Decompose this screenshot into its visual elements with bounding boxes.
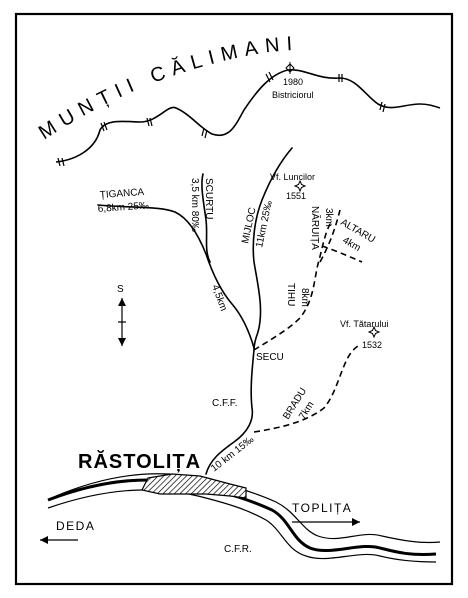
forest-line-altaru: [321, 245, 363, 263]
arrow-left-icon: [40, 536, 78, 544]
railway-label-cfr: C.F.R.: [224, 544, 252, 555]
stream-name-naruita: NĂRUIȚA: [309, 206, 322, 250]
peak-name-bistriciorul: Bistriciorul: [272, 90, 314, 100]
river-main-lower: [205, 349, 255, 475]
stream-info-scurtu: 3,5 km 80‰: [189, 178, 200, 232]
peak-name-luncilor: Vf. Luncilor: [270, 172, 315, 182]
compass-arrow-icon: [118, 298, 126, 346]
river-mijloc: [252, 147, 293, 351]
forest-line-naruita: [319, 209, 341, 263]
ridge-ticks: [57, 71, 386, 167]
arrow-right-icon: [292, 518, 360, 526]
river-main-upper: [205, 253, 255, 349]
peak-elevation-luncilor: 1551: [286, 191, 306, 201]
direction-label-toplita: TOPLIȚA: [292, 501, 352, 515]
mountain-ridge: [55, 69, 441, 163]
stream-info-tiganca: 6,8km 25‰: [97, 200, 149, 215]
segment-label-upper: 4,5km: [209, 283, 229, 312]
stream-name-tiganca: ȚIGANCA: [99, 187, 144, 201]
peak-elevation-tatarului: 1532: [362, 340, 382, 350]
village-name: RĂSTOLIȚA: [78, 450, 201, 473]
junction-label-secu: SECU: [256, 352, 284, 363]
peak-elevation-bistriciorul: 1980: [283, 77, 303, 87]
map-frame: [14, 12, 454, 586]
segment-label-lower: 10 km 15‰: [209, 434, 256, 474]
river-scurtu: [201, 173, 211, 263]
village-area: [141, 473, 247, 499]
railway-label-cff: C.F.F.: [212, 398, 238, 409]
direction-label-deda: DEDA: [56, 519, 95, 533]
stream-info-naruita: 3km: [323, 208, 334, 227]
stream-info-tihu: 8km: [299, 288, 310, 307]
peak-marker-tatarului-icon: [367, 325, 381, 339]
stream-name-tihu: TIHU: [285, 283, 296, 306]
peak-marker-luncilor-icon: [293, 179, 307, 193]
stream-info-mijloc: 11km 25‰: [254, 200, 275, 249]
forest-line-tihu: [253, 223, 331, 351]
forest-line-bradu: [253, 345, 359, 433]
river-main-valley: [55, 473, 441, 544]
river-tiganca: [97, 204, 207, 255]
compass-label: S: [117, 284, 124, 295]
peak-marker-bistriciorul-icon: [285, 62, 295, 74]
stream-name-scurtu: SCURTU: [203, 178, 214, 219]
peak-name-tatarului: Vf. Tătarului: [340, 319, 388, 329]
